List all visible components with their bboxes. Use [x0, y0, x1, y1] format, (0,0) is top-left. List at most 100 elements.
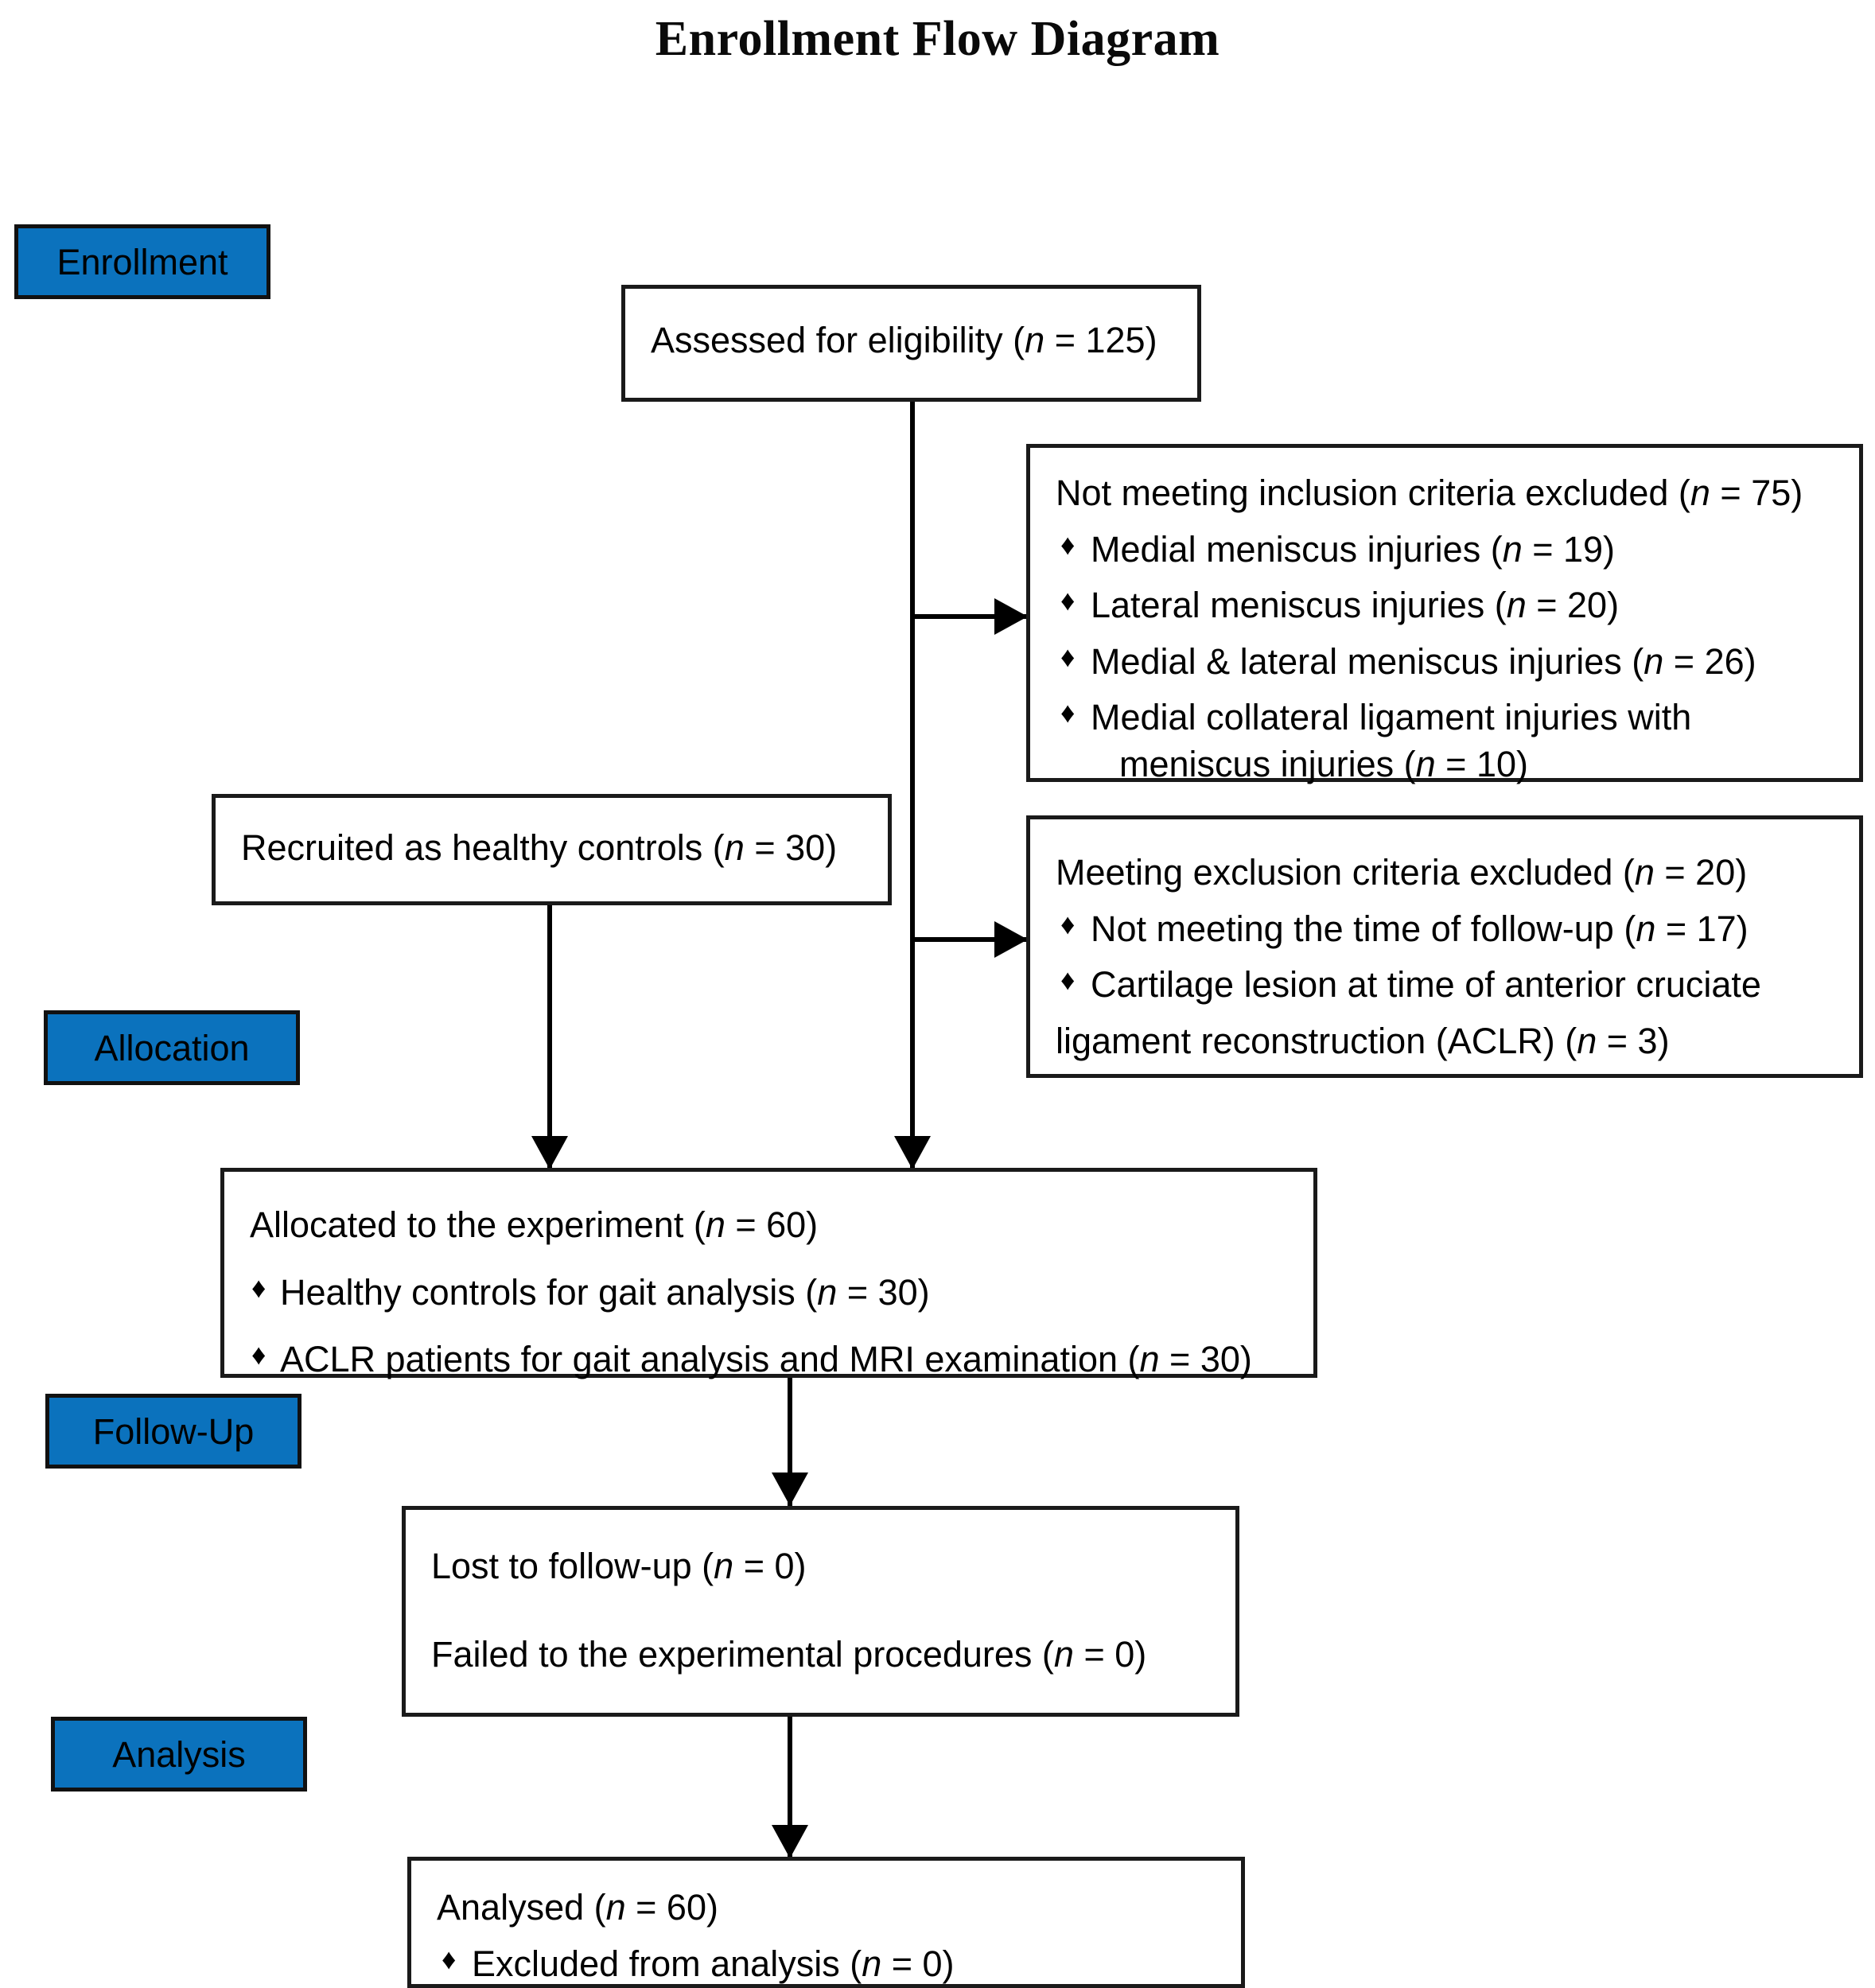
connector-branch-exclusion — [910, 937, 1061, 942]
exclusion-cont-post: = 3) — [1597, 1020, 1670, 1061]
stage-label-enrollment-text: Enrollment — [56, 241, 228, 282]
exclusion-item-1-n: n — [1636, 908, 1656, 949]
arrow-to-exclusion-box — [994, 921, 1028, 958]
stage-label-follow-up-text: Follow-Up — [92, 1410, 255, 1452]
inclusion-item-4-cont-n: n — [1415, 743, 1436, 784]
connector-branch-inclusion — [910, 614, 1061, 619]
allocated-item-1-post: = 30) — [837, 1271, 930, 1313]
node-follow-up: Lost to follow-up (n = 0) Failed to the … — [402, 1506, 1239, 1717]
inclusion-item-3-post: = 26) — [1663, 640, 1756, 682]
assessed-text-post: = 125) — [1044, 320, 1157, 360]
followup-line-2-post: = 0) — [1073, 1633, 1147, 1675]
arrow-controls-to-allocated — [531, 1136, 568, 1169]
healthy-controls-line: Recruited as healthy controls (n = 30) — [241, 825, 870, 872]
exclusion-item-1-pre: Not meeting the time of follow-up ( — [1091, 908, 1636, 949]
stage-label-analysis-text: Analysis — [112, 1733, 246, 1775]
exclusion-item-2: ♦ Cartilage lesion at time of anterior cr… — [1056, 962, 1842, 1009]
allocated-item-1-pre: Healthy controls for gait analysis ( — [280, 1271, 818, 1313]
analysed-item-1-n: n — [862, 1943, 882, 1984]
diamond-bullet-icon: ♦ — [1060, 527, 1076, 561]
allocated-item-1: ♦ Healthy controls for gait analysis (n =… — [250, 1270, 1296, 1317]
exclusion-heading-pre: Meeting exclusion criteria excluded ( — [1056, 852, 1635, 893]
allocated-item-2: ♦ ACLR patients for gait analysis and MRI… — [250, 1336, 1296, 1383]
node-analysed: Analysed (n = 60) ♦Excluded from analysi… — [407, 1857, 1245, 1988]
exclusion-cont-n: n — [1577, 1020, 1597, 1061]
allocated-item-2-pre: ACLR patients for gait analysis and MRI … — [280, 1339, 1140, 1379]
exclusion-item-2-continuation: ligament reconstruction (ACLR) (n = 3) — [1056, 1018, 1842, 1065]
assessed-n-symbol: n — [1025, 320, 1045, 360]
inclusion-item-1-pre: Medial meniscus injuries ( — [1091, 528, 1503, 570]
analysed-heading: Analysed (n = 60) — [437, 1885, 1223, 1932]
inclusion-item-1: ♦ Medial meniscus injuries (n = 19) — [1056, 527, 1842, 574]
exclusion-item-1: ♦ Not meeting the time of follow-up (n = … — [1056, 906, 1842, 953]
assessed-line: Assessed for eligibility (n = 125) — [651, 317, 1180, 364]
inclusion-heading-post: = 75) — [1710, 473, 1803, 513]
allocated-heading-pre: Allocated to the experiment ( — [250, 1204, 706, 1245]
node-allocated-to-experiment: Allocated to the experiment (n = 60) ♦He… — [220, 1168, 1317, 1379]
diamond-bullet-icon: ♦ — [251, 1270, 266, 1304]
stage-label-allocation: Allocation — [44, 1010, 300, 1085]
analysed-heading-post: = 60) — [625, 1887, 718, 1928]
diamond-bullet-icon: ♦ — [1060, 640, 1076, 673]
inclusion-heading: Not meeting inclusion criteria excluded … — [1056, 470, 1842, 517]
allocated-item-2-post: = 30) — [1159, 1339, 1252, 1379]
exclusion-heading: Meeting exclusion criteria excluded (n =… — [1056, 850, 1842, 897]
connector-controls-to-allocated — [547, 905, 552, 1168]
analysed-item-1-pre: Excluded from analysis ( — [472, 1943, 862, 1984]
healthy-controls-n: n — [724, 827, 745, 868]
arrow-followup-to-analysed — [772, 1825, 808, 1858]
healthy-controls-post: = 30) — [744, 827, 838, 868]
inclusion-item-2-post: = 20) — [1526, 585, 1620, 625]
exclusion-item-2-pre: Cartilage lesion at time of anterior cru… — [1091, 964, 1761, 1005]
inclusion-item-4: ♦ Medial collateral ligament injuries wit… — [1056, 694, 1842, 741]
arrow-spine-to-allocated — [894, 1136, 931, 1169]
exclusion-cont-pre: ligament reconstruction (ACLR) ( — [1056, 1020, 1577, 1061]
diamond-bullet-icon: ♦ — [251, 1338, 266, 1371]
followup-line-2: Failed to the experimental procedures (n… — [431, 1632, 1218, 1679]
inclusion-item-2: ♦ Lateral meniscus injuries (n = 20) — [1056, 582, 1842, 629]
inclusion-item-1-post: = 19) — [1522, 528, 1616, 570]
connector-followup-to-analysed — [788, 1717, 792, 1857]
diamond-bullet-icon: ♦ — [1060, 584, 1076, 617]
exclusion-heading-n: n — [1634, 852, 1655, 893]
diamond-bullet-icon: ♦ — [1060, 963, 1076, 996]
inclusion-item-4-cont-pre: meniscus injuries ( — [1119, 743, 1416, 784]
followup-line-1-pre: Lost to follow-up ( — [431, 1546, 714, 1586]
followup-line-1: Lost to follow-up (n = 0) — [431, 1543, 1218, 1590]
exclusion-item-1-post: = 17) — [1655, 908, 1749, 949]
analysed-item-1-post: = 0) — [881, 1943, 955, 1984]
stage-label-follow-up: Follow-Up — [45, 1394, 301, 1469]
inclusion-item-4-continuation: meniscus injuries (n = 10) — [1056, 741, 1842, 788]
inclusion-heading-n: n — [1690, 473, 1710, 513]
inclusion-item-4-pre: Medial collateral ligament injuries with — [1091, 697, 1692, 737]
stage-label-enrollment: Enrollment — [14, 224, 270, 299]
exclusion-heading-post: = 20) — [1654, 852, 1748, 893]
inclusion-item-2-pre: Lateral meniscus injuries ( — [1091, 585, 1507, 625]
allocated-heading-post: = 60) — [725, 1204, 819, 1245]
connector-allocated-to-followup — [788, 1378, 792, 1506]
allocated-item-2-n: n — [1139, 1339, 1160, 1379]
node-healthy-controls: Recruited as healthy controls (n = 30) — [212, 794, 892, 905]
inclusion-item-2-n: n — [1506, 585, 1527, 625]
followup-line-1-post: = 0) — [733, 1546, 807, 1586]
allocated-heading: Allocated to the experiment (n = 60) — [250, 1202, 1296, 1249]
node-meeting-exclusion: Meeting exclusion criteria excluded (n =… — [1026, 815, 1863, 1078]
followup-line-2-n: n — [1053, 1633, 1074, 1675]
followup-line-1-n: n — [714, 1546, 734, 1586]
stage-label-allocation-text: Allocation — [94, 1027, 250, 1068]
analysed-heading-pre: Analysed ( — [437, 1887, 606, 1928]
analysed-item-1: ♦ Excluded from analysis (n = 0) — [437, 1941, 1223, 1988]
inclusion-heading-pre: Not meeting inclusion criteria excluded … — [1056, 473, 1690, 513]
analysed-heading-n: n — [605, 1887, 626, 1928]
inclusion-item-1-n: n — [1502, 528, 1523, 570]
arrow-allocated-to-followup — [772, 1473, 808, 1506]
diamond-bullet-icon: ♦ — [442, 1942, 457, 1975]
arrow-to-inclusion-box — [994, 598, 1028, 635]
healthy-controls-pre: Recruited as healthy controls ( — [241, 827, 725, 868]
diamond-bullet-icon: ♦ — [1060, 696, 1076, 729]
inclusion-item-4-cont-post: = 10) — [1435, 743, 1528, 784]
followup-line-2-pre: Failed to the experimental procedures ( — [431, 1633, 1054, 1675]
allocated-item-1-n: n — [817, 1271, 838, 1313]
diamond-bullet-icon: ♦ — [1060, 907, 1076, 940]
